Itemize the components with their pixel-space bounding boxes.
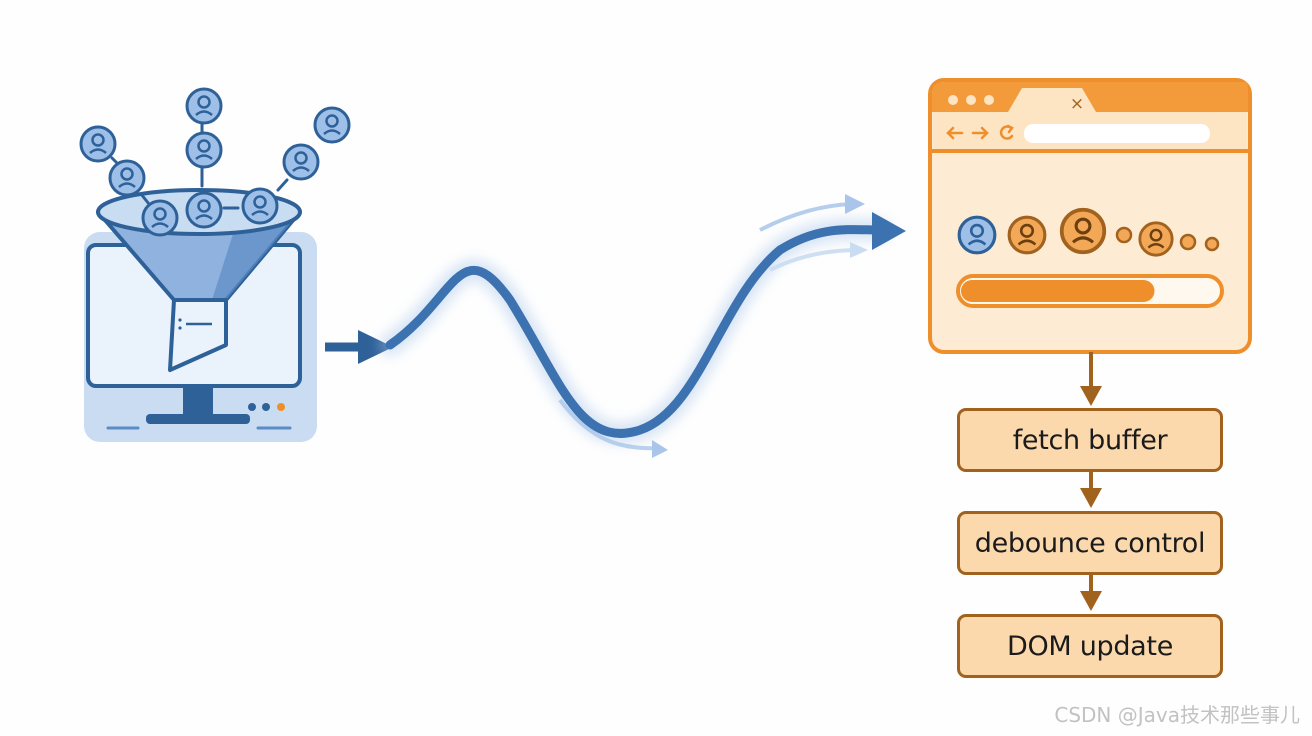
user-icon [185,87,223,125]
user-icon [141,199,179,237]
browser-window: × [928,78,1252,354]
step-dom-update: DOM update [957,614,1223,678]
forward-arrow-icon [971,126,989,140]
address-bar [1024,124,1210,143]
user-icon [185,131,223,169]
user-icon [241,187,279,225]
close-icon: × [1070,94,1084,114]
step-fetch-buffer: fetch buffer [957,408,1223,472]
reload-icon [999,124,1014,140]
user-icon [1059,207,1107,255]
step-arrows [1080,352,1102,611]
user-icon [185,191,223,229]
user-icon [313,106,351,144]
step-label: debounce control [974,527,1206,559]
user-icon [79,125,117,163]
step-label: DOM update [1006,630,1174,662]
watermark: CSDN @Java技术那些事儿 [1054,703,1300,727]
user-icon [957,215,997,255]
user-icon [282,143,320,181]
user-icon [1007,215,1047,255]
step-debounce-control: debounce control [957,511,1223,575]
back-arrow-icon [946,126,964,140]
user-icon [108,159,146,197]
user-icon [1138,221,1174,257]
flow-arrow [325,194,906,458]
progress-fill [961,280,1155,302]
step-label: fetch buffer [1012,424,1168,456]
